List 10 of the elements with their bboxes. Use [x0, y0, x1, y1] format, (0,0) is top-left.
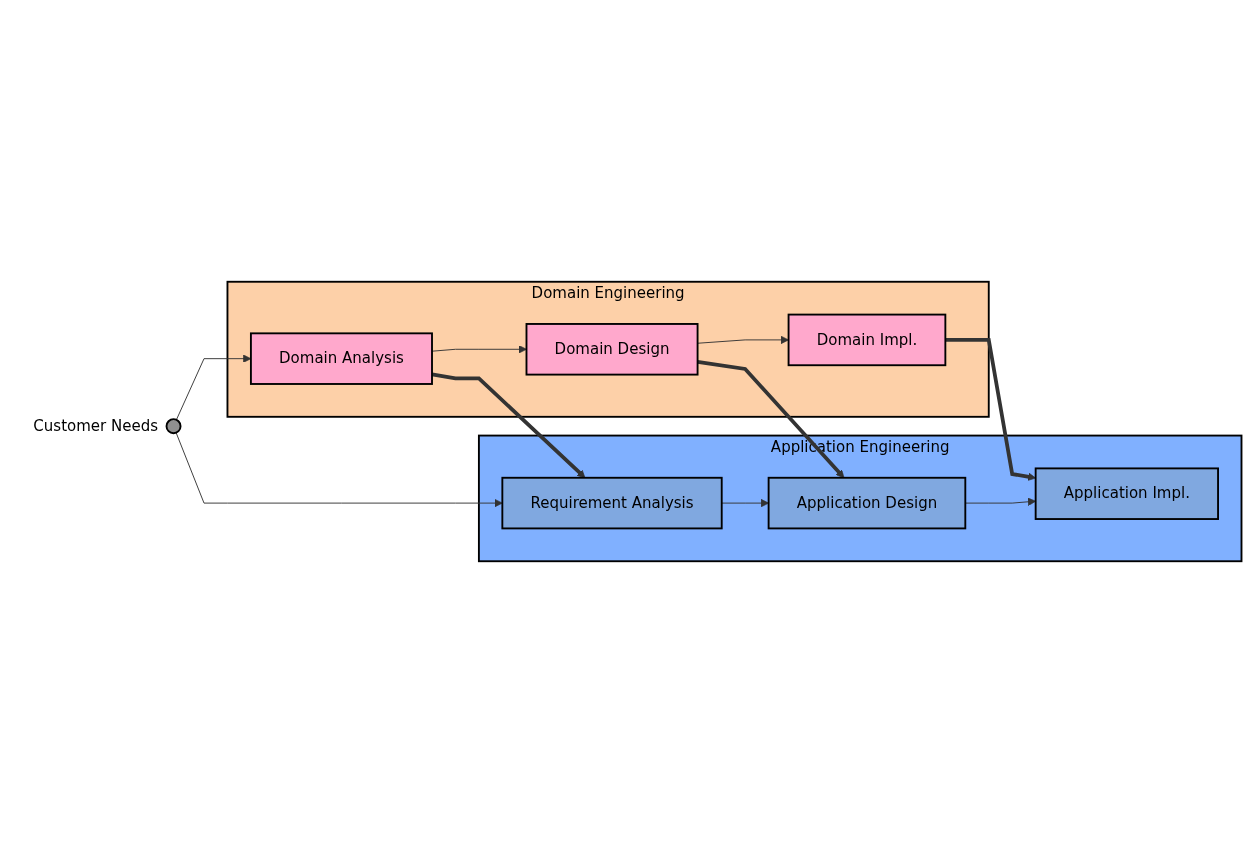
node-box: Domain Design [525, 323, 698, 376]
arrow [944, 338, 1036, 481]
arrow [431, 372, 585, 479]
node-box: Application Design [767, 476, 966, 530]
node-caption: Customer Needs [33, 417, 158, 436]
node-box: Domain Analysis [249, 332, 433, 385]
node-circle [165, 418, 181, 435]
node-box: Domain Impl. [787, 313, 946, 367]
node-box: Requirement Analysis [500, 476, 723, 530]
node-box: Application Impl. [1034, 467, 1219, 520]
